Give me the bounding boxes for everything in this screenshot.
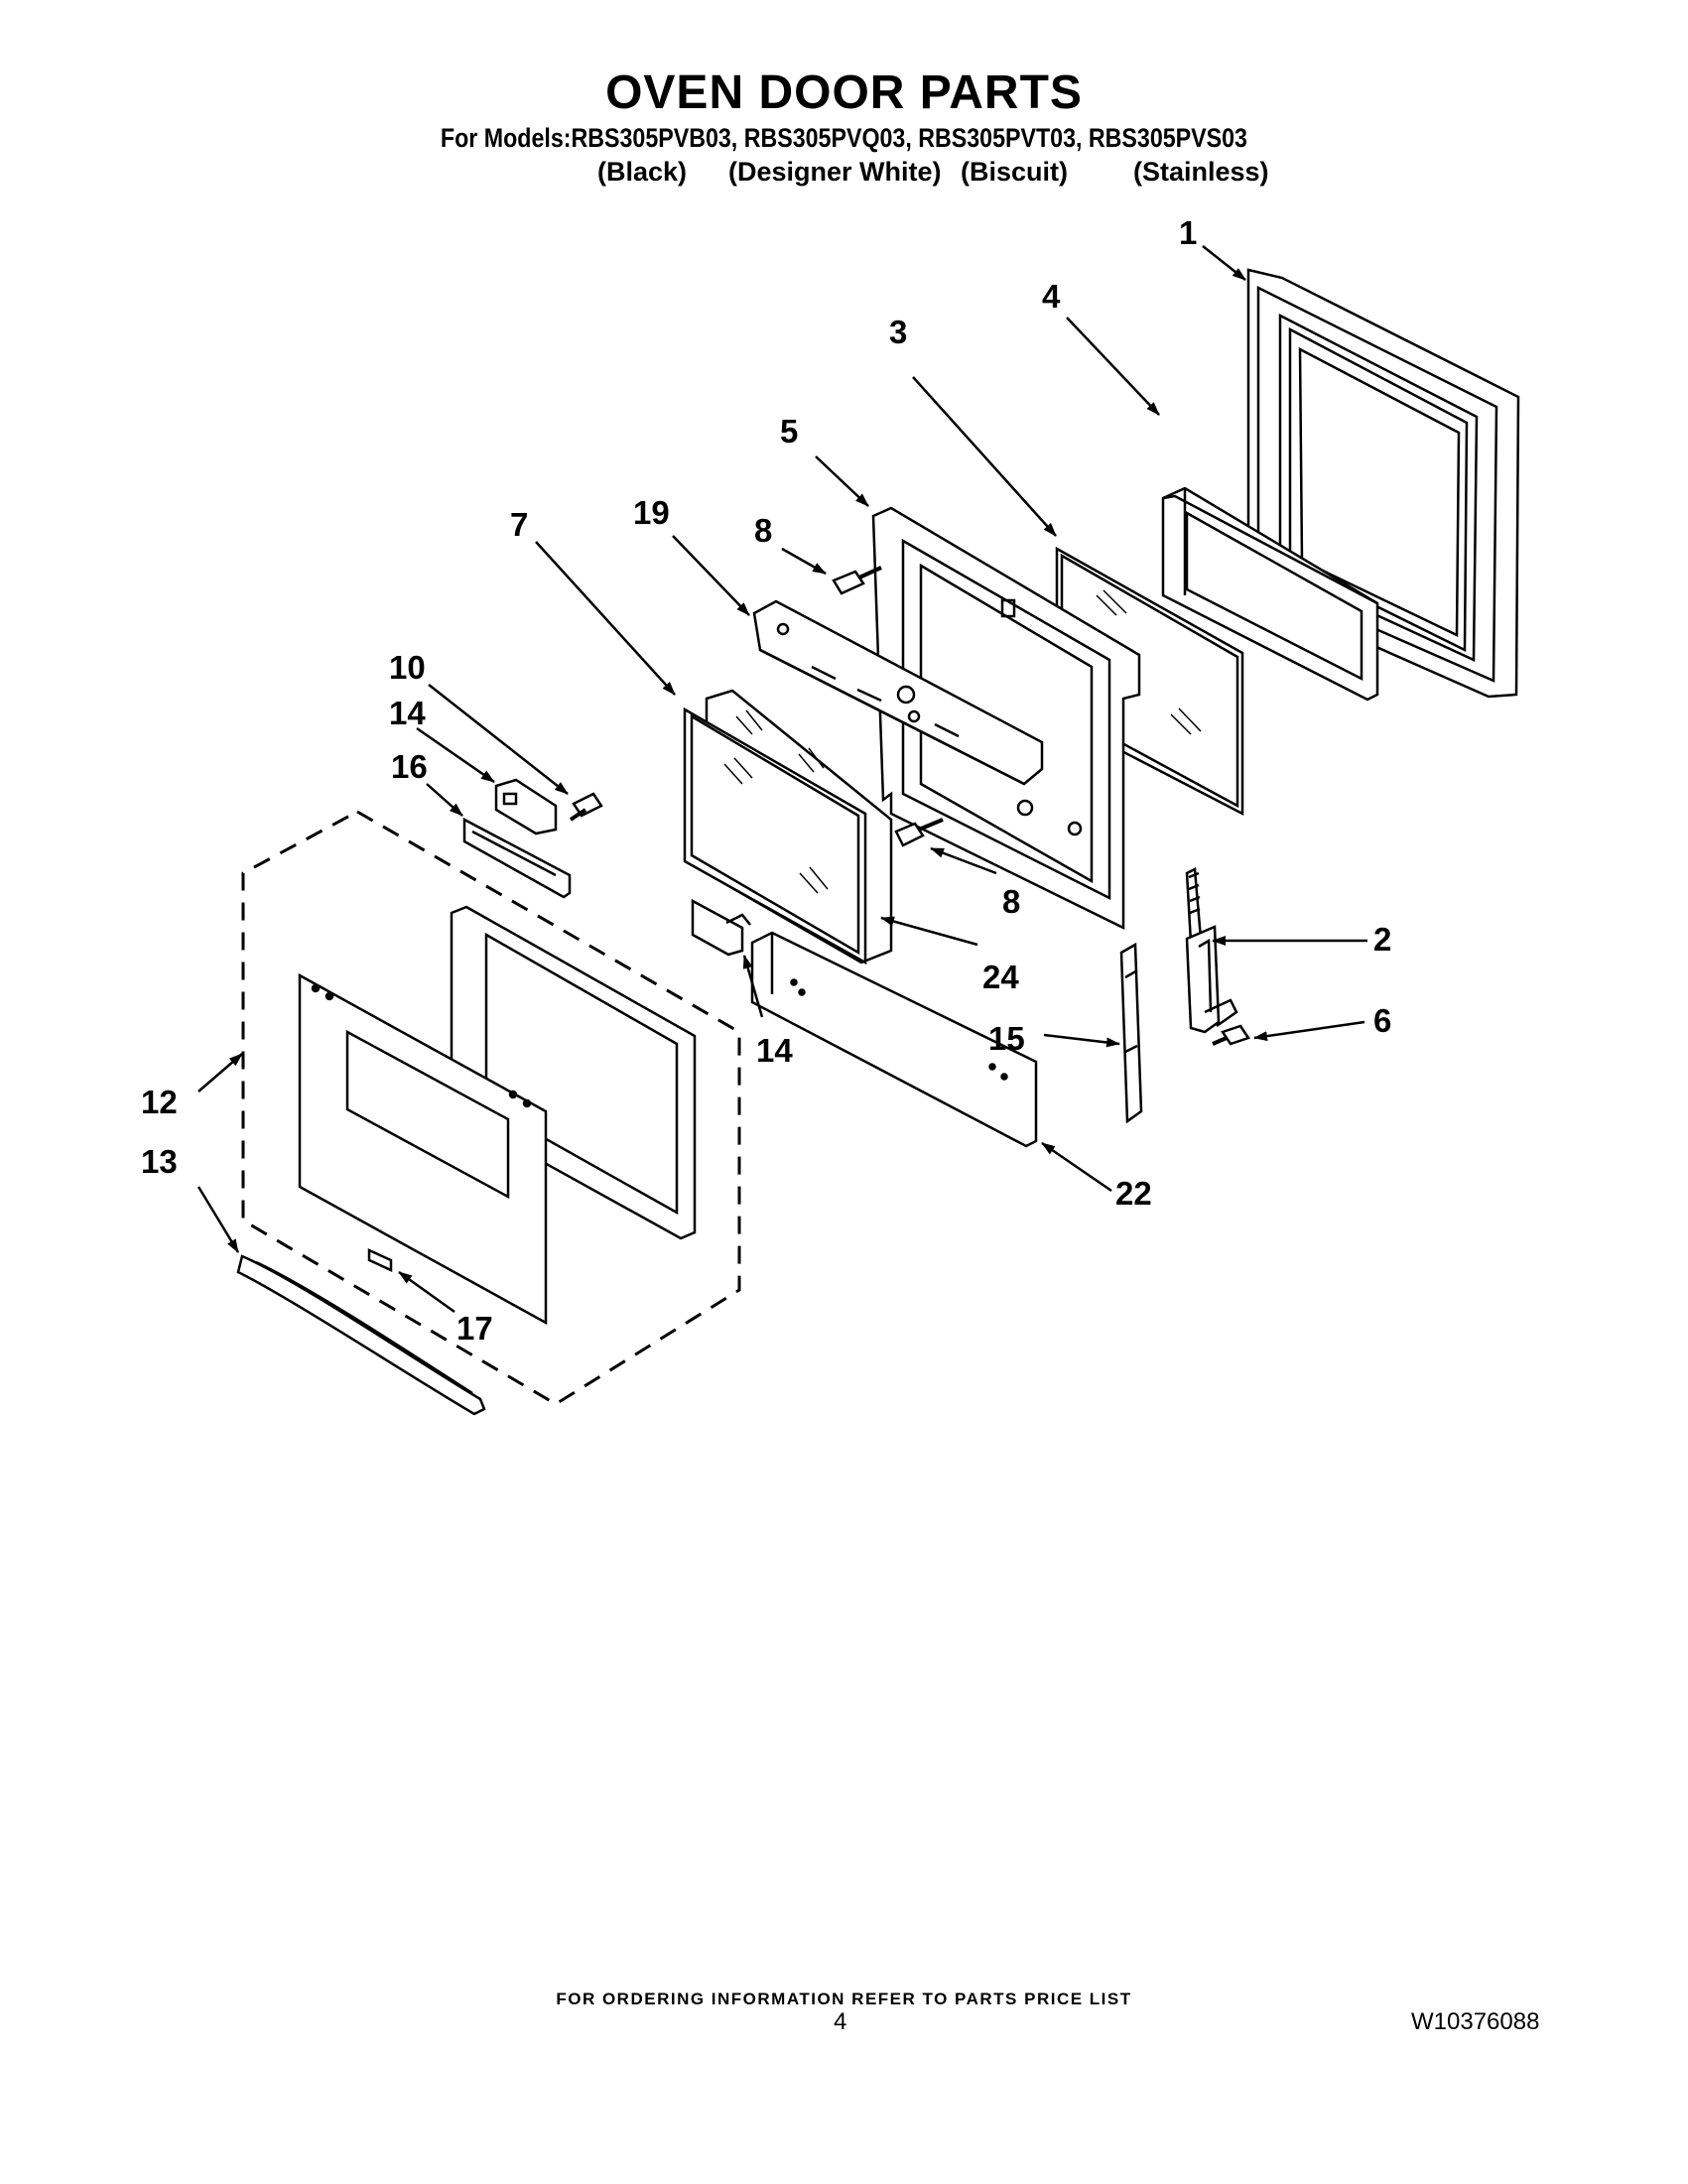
callout-labels: 1 4 3 5 19 7 8 10 14 16 8 2 6 24 15 14 2… <box>141 214 1391 1347</box>
callout-6: 6 <box>1373 1002 1391 1039</box>
callout-24: 24 <box>982 959 1019 995</box>
part-22-lower-trim <box>750 931 1038 1148</box>
callout-8-lower: 8 <box>1002 883 1020 920</box>
part-12-door-assembly-outline <box>241 810 741 1406</box>
page-number: 4 <box>834 2008 847 2035</box>
callout-3: 3 <box>889 314 907 350</box>
part-4-gasket-frame <box>1161 486 1379 702</box>
callout-17: 17 <box>456 1310 493 1347</box>
part-19-baffle <box>752 599 1044 786</box>
part-7-glass-pack <box>683 689 893 965</box>
callout-4: 4 <box>1042 278 1061 315</box>
callout-5: 5 <box>780 413 798 450</box>
part-14-bracket-upper <box>494 778 558 835</box>
models-line: For Models:RBS305PVB03, RBS305PVQ03, RBS… <box>440 123 1247 153</box>
callout-1: 1 <box>1179 214 1197 251</box>
callout-12: 12 <box>141 1084 178 1120</box>
color-black: (Black) <box>597 157 688 187</box>
callout-19: 19 <box>633 494 670 531</box>
part-12-outer-glass <box>298 905 697 1326</box>
part-2-hinge <box>1185 867 1238 1034</box>
part-8-screw-lower <box>894 818 944 847</box>
part-10-bolt <box>569 792 603 822</box>
color-designer-white: (Designer White) <box>728 157 942 187</box>
color-biscuit: (Biscuit) <box>961 157 1068 187</box>
color-stainless: (Stainless) <box>1133 157 1269 187</box>
page-title: OVEN DOOR PARTS <box>605 66 1083 119</box>
part-8-screw-upper <box>832 566 882 595</box>
part-16-hinge-bracket <box>462 817 572 899</box>
callout-15: 15 <box>988 1020 1025 1057</box>
part-14-bracket-lower <box>691 898 751 957</box>
callout-14-upper: 14 <box>389 695 426 731</box>
ordering-note: FOR ORDERING INFORMATION REFER TO PARTS … <box>556 1990 1132 2008</box>
callout-10: 10 <box>389 649 426 686</box>
part-6-screw <box>1212 1024 1250 1046</box>
callout-7: 7 <box>510 506 528 543</box>
leader-lines <box>196 245 1367 1314</box>
callout-8-upper: 8 <box>754 512 772 549</box>
callout-2: 2 <box>1373 921 1391 958</box>
part-15-hinge-receiver <box>1119 942 1143 1124</box>
document-number: W10376088 <box>1411 2008 1540 2035</box>
callout-13: 13 <box>141 1143 178 1180</box>
callout-22: 22 <box>1115 1175 1152 1212</box>
callout-14-lower: 14 <box>756 1032 793 1069</box>
part-13-handle <box>236 1254 486 1416</box>
callout-16: 16 <box>391 748 428 785</box>
